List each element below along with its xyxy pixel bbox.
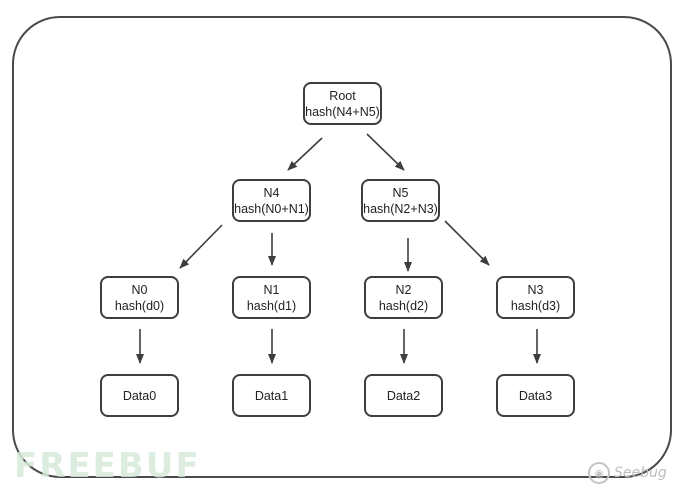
data3-node: Data3 <box>496 374 575 417</box>
n0-node-hash: hash(d0) <box>114 298 165 313</box>
root-node-hash: hash(N4+N5) <box>305 104 380 119</box>
n3-node-label: N3 <box>527 282 544 297</box>
n2-node-hash: hash(d2) <box>378 298 429 313</box>
edge-root-n5 <box>366 133 405 171</box>
edge-n4-n0 <box>179 224 223 269</box>
data0-node: Data0 <box>100 374 179 417</box>
n3-node: N3 hash(d3) <box>496 276 575 319</box>
seebug-watermark-text: Seebug <box>614 465 667 481</box>
n0-node: N0 hash(d0) <box>100 276 179 319</box>
freebuf-watermark: FREEBUF <box>14 446 201 486</box>
n4-node-hash: hash(N0+N1) <box>234 201 309 216</box>
diagram-frame <box>12 16 672 478</box>
data1-node-label: Data1 <box>254 388 289 403</box>
n0-node-label: N0 <box>131 282 148 297</box>
data1-node: Data1 <box>232 374 311 417</box>
n3-node-hash: hash(d3) <box>510 298 561 313</box>
edge-n5-n3 <box>444 220 490 266</box>
n2-node-label: N2 <box>395 282 412 297</box>
seebug-watermark: ◉ Seebug <box>588 462 667 484</box>
n5-node-label: N5 <box>392 185 409 200</box>
data3-node-label: Data3 <box>518 388 553 403</box>
data2-node: Data2 <box>364 374 443 417</box>
n2-node: N2 hash(d2) <box>364 276 443 319</box>
n1-node: N1 hash(d1) <box>232 276 311 319</box>
n5-node-hash: hash(N2+N3) <box>363 201 438 216</box>
data0-node-label: Data0 <box>122 388 157 403</box>
seebug-logo-icon: ◉ <box>588 462 610 484</box>
root-node: Root hash(N4+N5) <box>303 82 382 125</box>
n5-node: N5 hash(N2+N3) <box>361 179 440 222</box>
root-node-label: Root <box>329 88 356 103</box>
n4-node: N4 hash(N0+N1) <box>232 179 311 222</box>
n1-node-label: N1 <box>263 282 280 297</box>
n4-node-label: N4 <box>263 185 280 200</box>
edge-root-n4 <box>287 137 323 171</box>
data2-node-label: Data2 <box>386 388 421 403</box>
n1-node-hash: hash(d1) <box>246 298 297 313</box>
